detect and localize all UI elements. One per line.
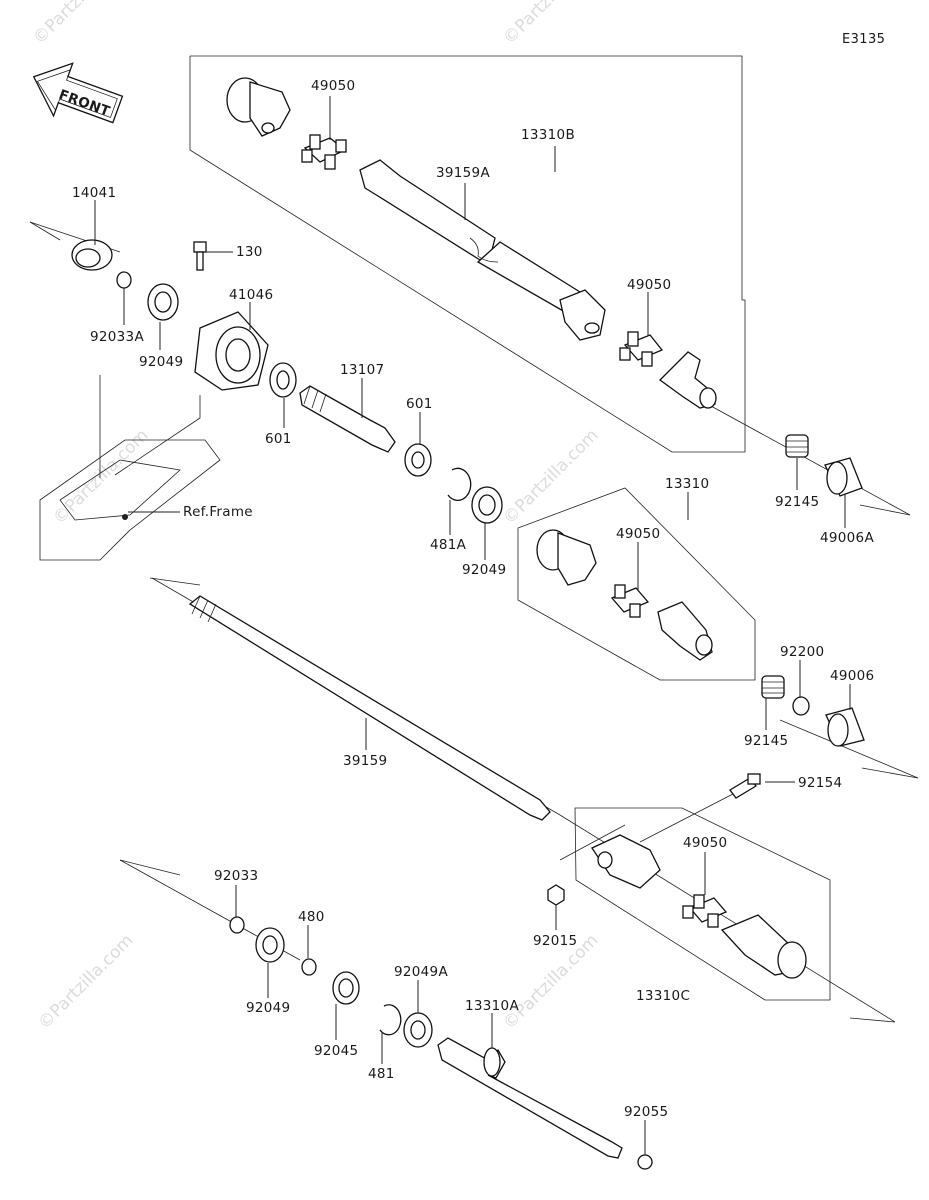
reference-lines [29,221,919,1023]
watermark-text: ©Partzilla.com [29,0,132,49]
washer-601-a [269,362,297,398]
part-label-92049: 92049 [246,1000,290,1016]
part-label-49050: 49050 [683,835,727,851]
watermark-text: ©Partzilla.com [499,425,602,528]
front-arrow: FRONT [32,62,124,124]
part-label-92049a: 92049A [394,964,448,980]
seal-92049a [403,1012,433,1048]
group-outline-13310b [189,55,746,453]
seal-92049-b [471,486,503,524]
bearing-housing-41046 [194,311,269,391]
o-ring-92200 [792,696,810,716]
part-label-92200: 92200 [780,644,824,660]
diagram-code: E3135 [842,32,885,47]
boot-49006a [824,457,863,497]
seal-92045 [332,971,360,1005]
part-label-480: 480 [298,909,325,925]
snap-ring-92033 [229,916,245,934]
part-label-13310a: 13310A [465,998,519,1014]
part-label-92015: 92015 [533,933,577,949]
ring-92055 [637,1154,653,1170]
group-outline-13310 [517,487,756,681]
part-label-92033a: 92033A [90,329,144,345]
watermark-text: ©Partzilla.com [49,425,152,528]
circlip-481a [447,467,472,502]
part-label-49050: 49050 [311,78,355,94]
leader-lines [94,96,851,1155]
part-label-49006a: 49006A [820,530,874,546]
part-label-130: 130 [236,244,263,260]
part-label-41046: 41046 [229,287,273,303]
bolt-130 [193,241,207,271]
part-label-92154: 92154 [798,775,842,791]
yoke-13310 [657,601,713,661]
washer-601-b [404,443,432,477]
yoke-13310c [591,834,661,889]
part-label-49050: 49050 [616,526,660,542]
frame-bolt-icon [122,514,128,520]
universal-joint-top [301,134,347,170]
flange-yoke-top [226,77,291,137]
cap-14041 [71,239,113,271]
boot-49006 [825,707,865,747]
spring-92145-b [761,675,785,699]
yoke-right-13310b [659,351,717,409]
part-label-13107: 13107 [340,362,384,378]
part-label-92049: 92049 [139,354,183,370]
part-label-92055: 92055 [624,1104,668,1120]
universal-joint-13310 [610,584,650,618]
part-label-481a: 481A [430,537,467,553]
seal-92049-a [147,283,179,321]
part-label-481: 481 [368,1066,395,1082]
part-label-13310b: 13310B [521,127,575,143]
part-label-92145: 92145 [744,733,788,749]
seal-92049-c [255,927,285,963]
part-label-49006: 49006 [830,668,874,684]
shaft-39159a [359,159,606,341]
ref-frame-label: Ref.Frame [183,504,253,520]
part-label-92049: 92049 [462,562,506,578]
shaft-13310a [437,1037,623,1159]
part-label-92145: 92145 [775,494,819,510]
universal-joint-mid [619,331,664,367]
spring-92145-top [785,434,809,458]
flange-yoke-13310c [720,914,807,979]
nut-92015 [547,884,565,906]
part-label-13310: 13310 [665,476,709,492]
part-label-39159a: 39159A [436,165,490,181]
flange-yoke-13310 [536,529,597,586]
ring-480 [301,958,317,976]
part-label-14041: 14041 [72,185,116,201]
watermark-text: ©Partzilla.com [499,0,602,49]
watermark-text: ©Partzilla.com [34,930,137,1033]
part-label-92045: 92045 [314,1043,358,1059]
part-label-13310c: 13310C [636,988,690,1004]
shaft-13107 [299,385,396,453]
part-labels: 49050 13310B 39159A 14041 130 41046 9203… [72,78,874,1120]
shaft-39159 [188,595,551,821]
part-label-92033: 92033 [214,868,258,884]
part-label-601: 601 [265,431,292,447]
universal-joint-13310c [682,894,728,928]
part-label-601: 601 [406,396,433,412]
bolt-92154 [729,773,761,799]
part-label-39159: 39159 [343,753,387,769]
circlip-481 [379,1004,402,1036]
group-outline-13310c [574,807,831,1001]
frame-reference [39,375,221,561]
part-label-49050: 49050 [627,277,671,293]
snap-ring-92033a [116,271,132,289]
